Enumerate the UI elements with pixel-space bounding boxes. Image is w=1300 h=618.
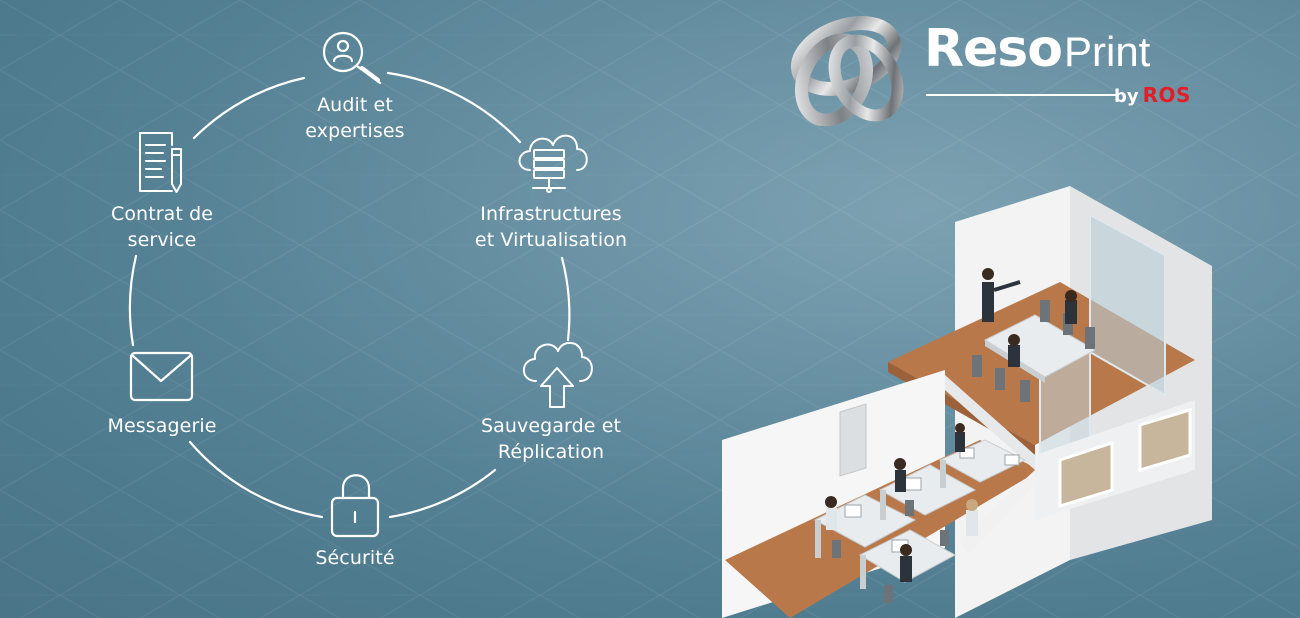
label-line: et Virtualisation	[474, 229, 628, 251]
label-line: Infrastructures	[480, 203, 622, 225]
user-search-icon	[322, 31, 382, 85]
cycle-arc	[560, 256, 571, 342]
document-pen-icon	[139, 132, 182, 193]
envelope-icon	[129, 351, 194, 402]
label-line: Messagerie	[107, 415, 217, 437]
node-label-messagerie: Messagerie	[107, 413, 216, 439]
service-cycle-diagram	[0, 0, 720, 618]
cloud-server-icon	[518, 134, 588, 193]
label-line: Sauvegarde et	[480, 415, 622, 437]
interlocked-rings-icon	[790, 16, 904, 126]
label-line: Contrat de	[110, 203, 214, 225]
brand-name-light: Print	[1063, 28, 1151, 75]
brand-name-bold: Reso	[924, 19, 1063, 79]
label-line: Audit et	[317, 94, 393, 116]
cycle-arc	[192, 76, 306, 140]
cycle-arc	[386, 71, 522, 144]
node-label-securite: Sécurité	[315, 545, 394, 571]
brand-divider	[926, 94, 1116, 96]
node-label-contrat: Contrat de service	[111, 201, 213, 253]
cloud-upload-icon	[522, 341, 593, 408]
cycle-arc	[388, 468, 497, 519]
label-line: service	[127, 229, 197, 251]
cycle-arc	[188, 440, 324, 519]
label-line: Réplication	[497, 441, 605, 463]
node-label-sauvegarde: Sauvegarde et Réplication	[481, 413, 621, 465]
isometric-office-icon	[722, 186, 1212, 618]
brand-name: ResoPrint	[924, 23, 1151, 86]
node-label-audit: Audit et expertises	[305, 92, 404, 144]
label-line: expertises	[305, 120, 405, 142]
byline-brand: ROS	[1142, 83, 1191, 107]
label-line: Sécurité	[315, 547, 395, 569]
cycle-arc	[128, 254, 138, 347]
byline-by: by	[1114, 86, 1139, 107]
node-label-infrastructures: Infrastructures et Virtualisation	[475, 201, 627, 253]
padlock-icon	[330, 474, 380, 538]
